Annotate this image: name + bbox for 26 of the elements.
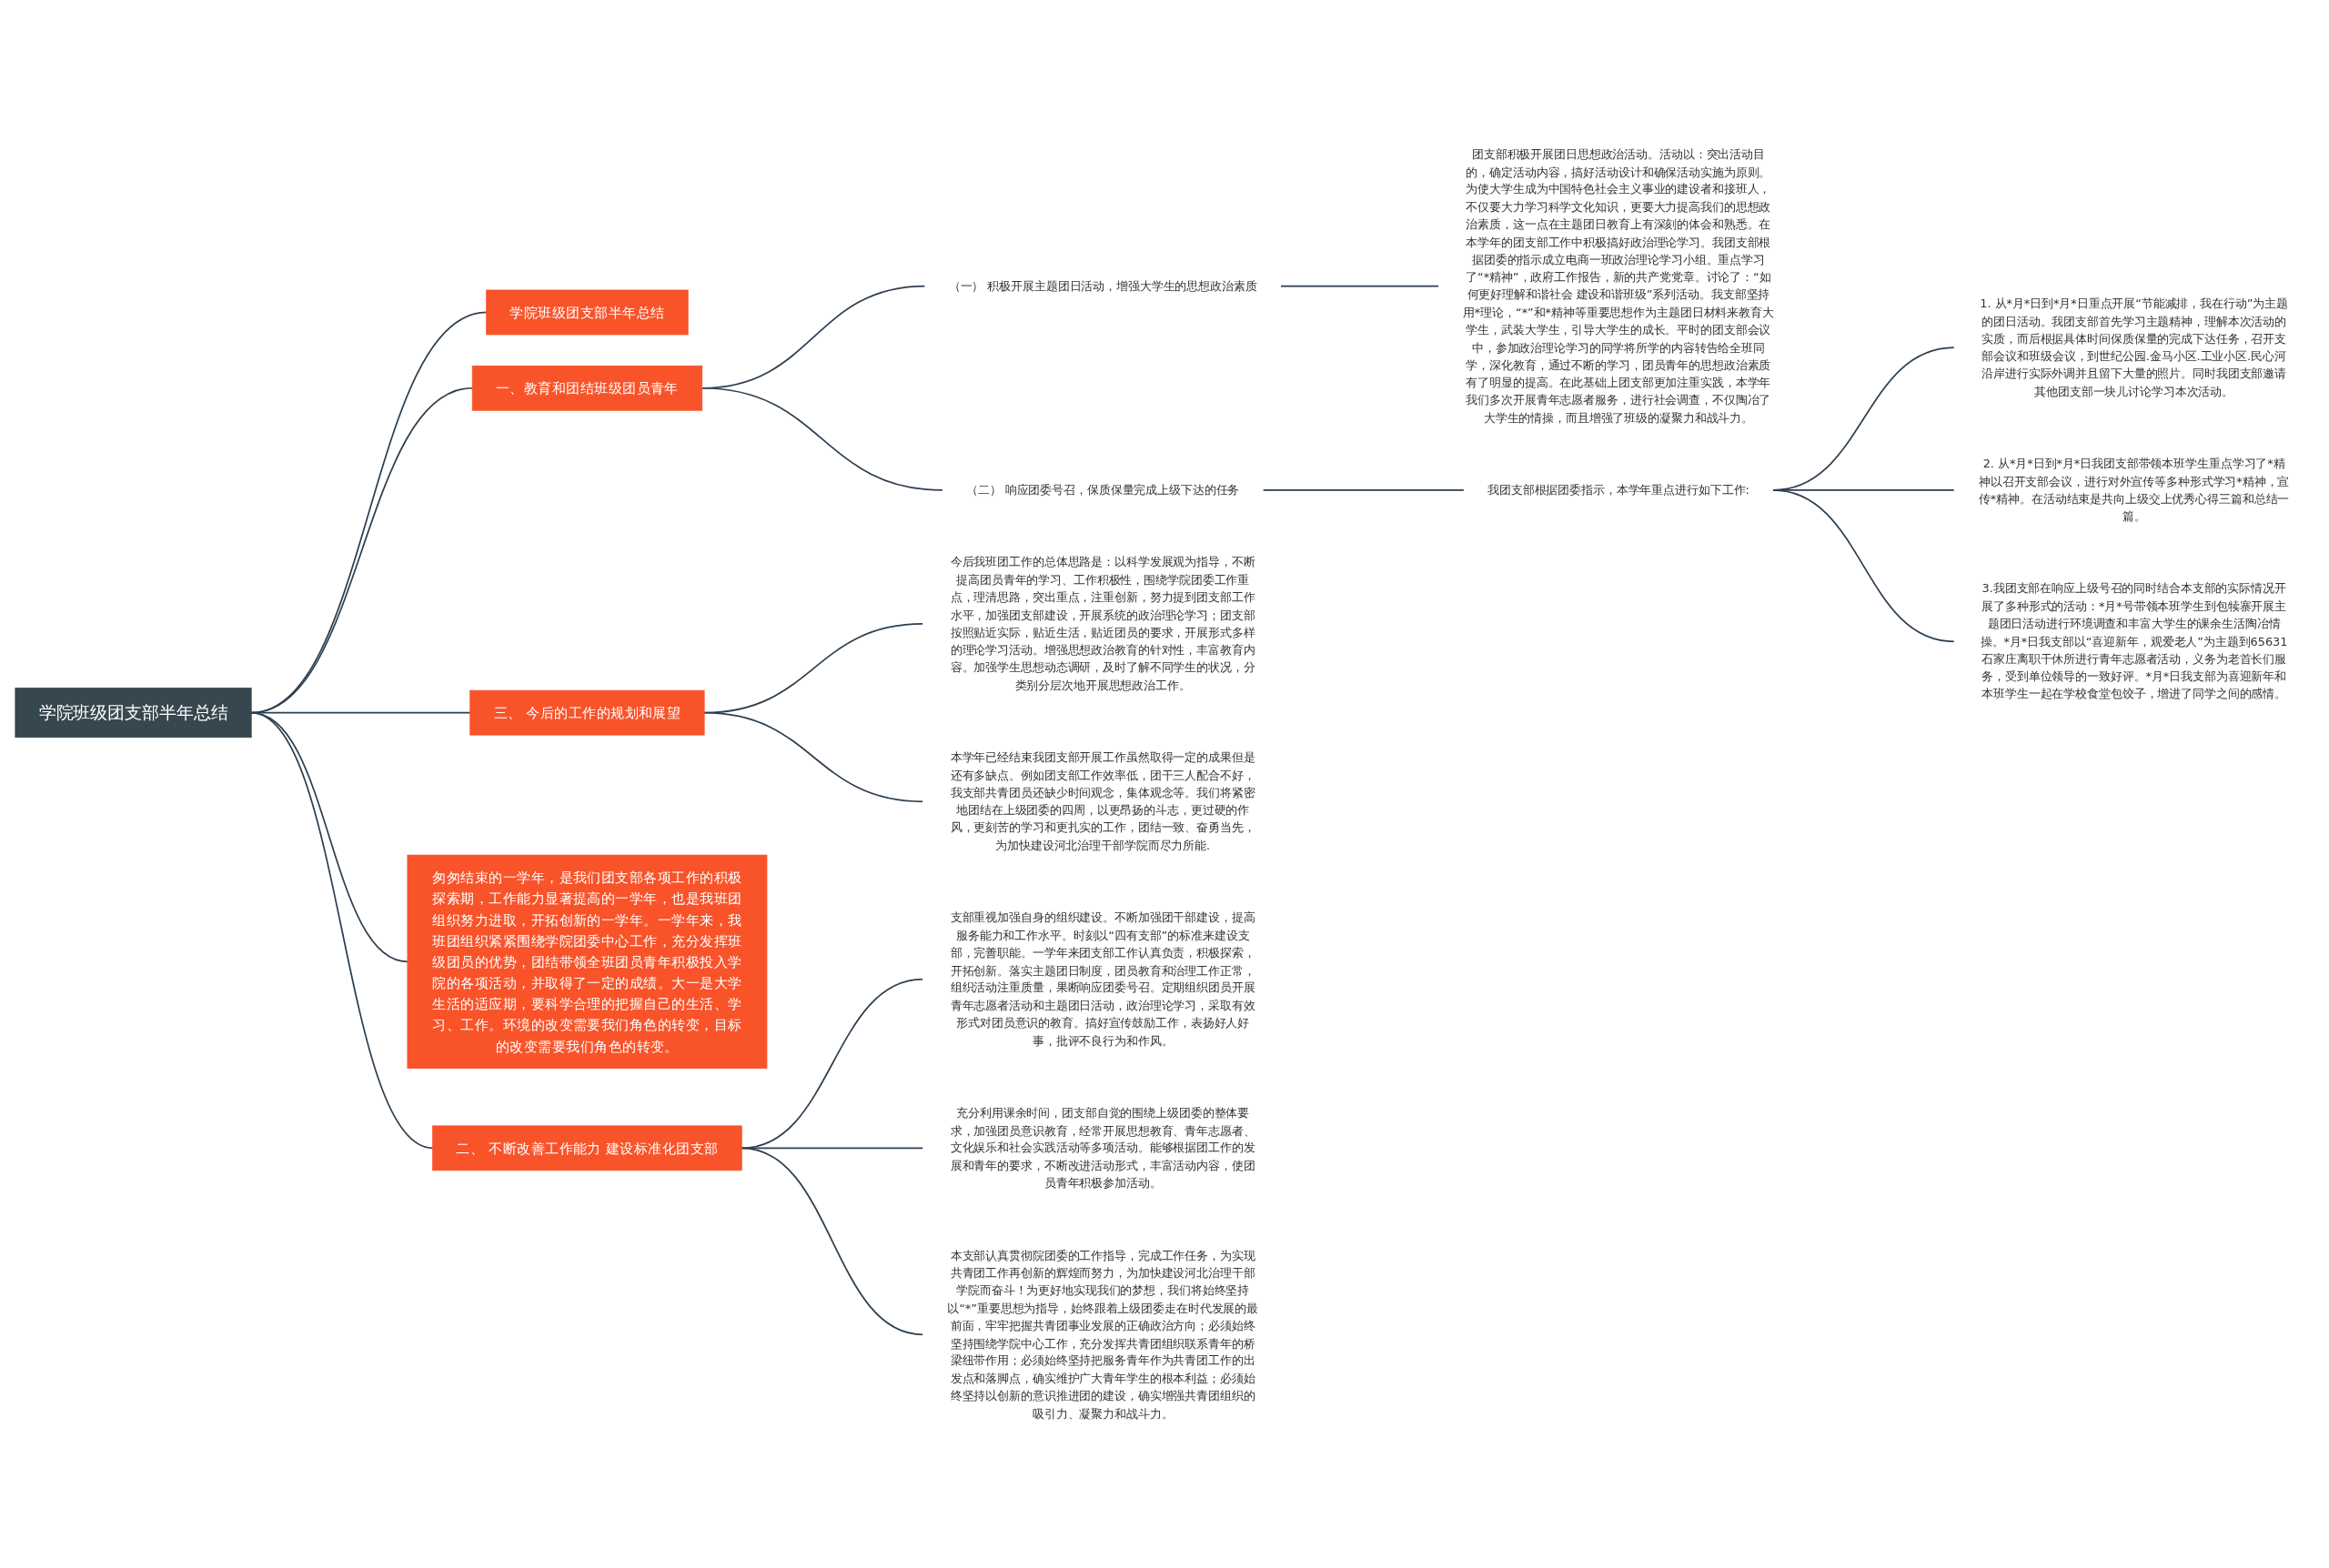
node-box: 学院班级团支部半年总结 — [15, 688, 252, 739]
node-text: 2. 从*月*日到*月*日我团支部带领本班学生重点学习了*精神以召开支部会议，进行对外宣传等多种形式学习*精神，宣传*精神。在活动结束是共向上级交上优秀心得三篇和总结一篇。 — [1978, 456, 2290, 524]
connector — [741, 978, 924, 1150]
node-text: 充分利用课余时间，团支部自觉的围绕上级团委的整体要求，加强团员意识教育，经常开展思想教育、青年志愿者、文化娱乐和社会实践活动等多项活动。能够根据团工作的发展和青年的要求，不断改进活动形式，丰富活动内容，使团员青年积极参加活动。 — [950, 1105, 1255, 1191]
node-text: 今后我班团工作的总体思路是：以科学发展观为指导，不断提高团员青年的学习、工作积极性，围绕学院团委工作重点，理清思路，突出重点，注重创新，努力提到团支部工作水平，加强团支部建设，开展系统的政治理论学习；团支部按照贴近实际，贴近生活，贴近团员的要求，开展形式多样的理论学习活动。增强思想政治教育的针对性，丰富教育内容。加强学生思想动态调研，及时了解不同学生的状况，分类别分层次地开展思想政治工作。 — [950, 555, 1255, 693]
node-text: 1. 从*月*日到*月*日重点开展“节能减排，我在行动”为主题的团日活动。我团支部首先学习主题精神，理解本次活动的实质，而后根据具体时间保质保量的完成下达任务，召开支部会议和班级会议，到世纪公园.金马小区.工业小区.民心河沿岸进行实际外调并且留下大量的照片。同时我团支部邀请其他团支部一块儿讨论学习本次活动。 — [1980, 296, 2289, 399]
node-box: 三、 今后的工作的规划和展望 — [469, 689, 705, 736]
connector — [741, 1147, 924, 1336]
node-text: 团支部积极开展团日思想政治活动。活动以：突出活动目的，确定活动内容，搞好活动设计和确保活动实施为原则。为使大学生成为中国特色社会主义事业的建设者和接班人，不仅要大力学习科学文化知识，更要大力提高我们的思想政治素质，这一点在主题团日教育上有深刻的体会和熟悉。在本学年的团支部工作中积极搞好政治理论学习。我团支部根据团委的指示成立电商一班政治理论学习小组。重点学习了“*精神”，政府工作报告，新的共产党党章。讨论了：“如何更好理解和谐社会 建设和谐班级”系列活动。我支部坚持用*理论，“*”和*精神等重要思想作为主题团日材料来教育大学生，武装大学生，引导大学生的成长。平时的团支部会议中，参加政治理论学习的同学将所学的内容转告给全班同学，深化教育，通过不断的学习，团员青年的思想政治素质有了明显的提高。在此基础上团支部更加注重实践，本学年我们多次开展青年志愿者服务，进行社会调查，不仅陶冶了大学生的情操，而且增强了班级的凝聚力和战斗力。 — [1462, 146, 1774, 425]
connector — [703, 711, 924, 803]
node-text: 本支部认真贯彻院团委的工作指导，完成工作任务，为实现共青团工作再创新的辉煌而努力，为加快建设河北治理干部学院而奋斗！为更好地实现我们的梦想，我们将始终坚持以“*”重要思想为指导，始终跟着上级团委走在时代发展的最前面，牢牢把握共青团事业发展的正确政治方向；必须始终坚持围绕学院中心工作，充分发挥共青团组织联系青年的桥梁纽带作用；必须始终坚持把服务青年作为共青团工作的出发点和落脚点，确实维护广大青年学生的根本利益；必须始终坚持以创新的意识推进团的建设，确实增强共青团组织的吸引力、凝聚力和战斗力。 — [947, 1248, 1259, 1421]
node-box: 匆匆结束的一学年，是我们团支部各项工作的积极探索期，工作能力显著提高的一学年，也是我班团组织努力进取，开拓创新的一学年。一学年来，我班团组织紧紧围绕学院团委中心工作，充分发挥班级团员的优势，团结带领全班团员青年积极投入学院的各项活动，并取得了一定的成绩。大一是大学生活的适应期，要科学合理的把握自己的生活、学习、工作。环境的改变需要我们角色的转变，目标的改变需要我们角色的转变。 — [407, 854, 768, 1069]
connector — [1262, 489, 1466, 491]
connector — [1771, 489, 1955, 643]
node-text: （一） 积极开展主题团日活动，增强大学生的思想政治素质 — [948, 278, 1257, 294]
connector — [250, 711, 434, 1150]
node-text: 本学年已经结束我团支部开展工作虽然取得一定的成果但是还有多缺点。例如团支部工作效率低，团干三人配合不好，我支部共青团员还缺少时间观念，集体观念等。我们将紧密地团结在上级团委的四周，以更昂扬的斗志，更过硬的作风，更刻苦的学习和更扎实的工作，团结一致、奋勇当先，为加快建设河北治理干部学院而尽力所能. — [950, 750, 1255, 853]
node-text: 3.我团支部在响应上级号召的同时结合本支部的实际情况开展了多种形式的活动：*月*号带领本班学生到包犊寨开展主题团日活动进行环境调查和丰富大学生的课余生活陶冶情操。*月*日我支部以“喜迎新年，观爱老人”为主题到65631石家庄离职干休所进行青年志愿者活动，义务为老首长们服务，受到单位领导的一致好评。*月*日我支部为喜迎新年和本班学生一起在学校食堂包饺子，增进了同学之间的感情。 — [1980, 581, 2288, 701]
connector — [701, 387, 944, 491]
node-box: 学院班级团支部半年总结 — [486, 289, 689, 336]
node-text: 我团支部根据团委指示，本学年重点进行如下工作: — [1487, 482, 1749, 498]
node-text: （二） 响应团委号召，保质保量完成上级下达的任务 — [965, 482, 1240, 498]
node-text: 支部重视加强自身的组织建设。不断加强团干部建设，提高服务能力和工作水平。时刻以“四有支部”的标准来建设支部，完善职能。一学年来团支部工作认真负责，积极探索，开拓创新。落实主题团日制度，团员教育和治理工作正常，组织活动注重质量，果断响应团委号召。定期组织团员开展青年志愿者活动和主题团日活动，政治理论学习，采取有效形式对团员意识的教育。搞好宣传鼓励工作，表扬好人好事，批评不良行为和作风。 — [950, 910, 1255, 1048]
connector — [1279, 285, 1440, 287]
node-box: 一、教育和团结班级团员青年 — [471, 365, 703, 411]
node-box: 二、 不断改善工作能力 建设标准化团支部 — [432, 1125, 742, 1171]
